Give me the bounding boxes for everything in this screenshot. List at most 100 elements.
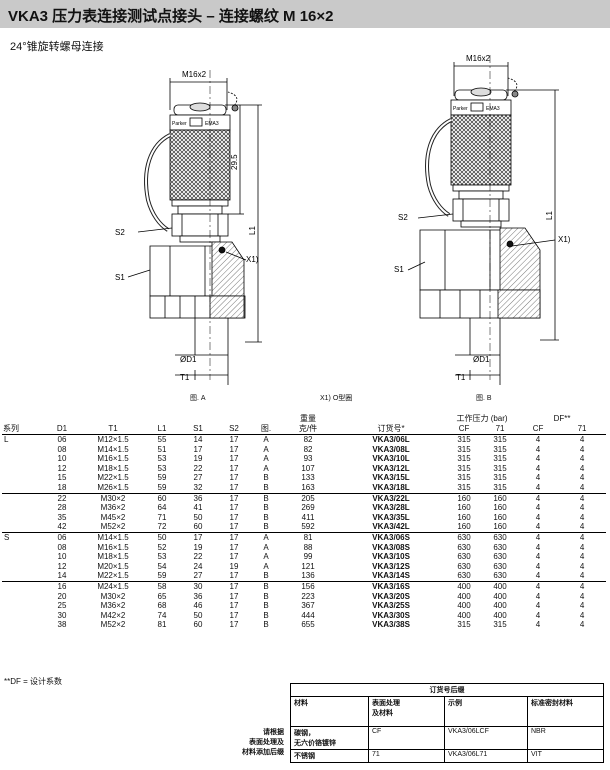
cell-s2: 17 — [229, 532, 239, 542]
cell-fig: B — [263, 620, 269, 630]
cell-df_cf: 4 — [518, 482, 559, 494]
cell-df_71: 4 — [579, 561, 585, 571]
cell-df_71: 4 — [579, 463, 585, 473]
suffix-column-header: 示例 — [444, 696, 528, 727]
label-model-a: EMA3 — [205, 121, 219, 127]
cell-l1: 53 — [157, 463, 167, 473]
technical-drawing: M16x2 Parker EMA3 29.5 L1 S2 S1 X1) ØD1 … — [115, 54, 571, 385]
cell-p_cf: 630 — [446, 571, 483, 582]
cell-d1: 28 — [57, 503, 67, 513]
cell-s1: 24 — [193, 561, 203, 571]
cell-d1: 25 — [57, 601, 67, 611]
cell-df_cf: 4 — [535, 552, 541, 562]
cell-df_cf: 4 — [535, 610, 541, 620]
cell-df_71: 4 — [579, 601, 585, 611]
cell-df_cf: 4 — [535, 473, 541, 483]
cell-d1: 10 — [57, 552, 67, 562]
cell-fig: B — [263, 601, 269, 611]
label-brand-a: Parker — [172, 121, 187, 127]
cell-series: S — [4, 532, 10, 542]
cell-order: VKA3/18L — [336, 482, 447, 494]
cell-order: VKA3/28L — [372, 503, 410, 513]
cell-p_71: 160 — [482, 522, 519, 533]
cell-fig: B — [263, 591, 269, 601]
cell-p_71: 630 — [493, 561, 507, 571]
column-header: S2 — [216, 424, 252, 435]
suffix-column-header: 材料 — [290, 696, 369, 727]
cell-df_71: 4 — [579, 620, 585, 630]
cell-fig: B — [263, 473, 269, 483]
cell-t1: M16×1.5 — [97, 542, 129, 552]
cell-l1: 74 — [157, 610, 167, 620]
cell-df_cf: 4 — [535, 601, 541, 611]
cell-weight: 163 — [280, 482, 337, 494]
cell-df_cf: 4 — [535, 512, 541, 522]
cell-d1: 06 — [57, 435, 67, 444]
cell-df_71: 4 — [579, 503, 585, 513]
cell-p_71: 400 — [493, 601, 507, 611]
cell-weight: 81 — [303, 532, 313, 542]
suffix-cell: CF — [368, 726, 445, 750]
label-model-b: EMA3 — [486, 106, 500, 112]
cell-p_cf: 160 — [457, 512, 471, 522]
cell-series — [2, 620, 42, 630]
cell-df_cf: 4 — [535, 620, 541, 630]
cell-t1: M45×2 — [100, 512, 126, 522]
cell-order: VKA3/06S — [372, 532, 410, 542]
cell-series — [2, 581, 42, 591]
suffix-instruction-line: 材料添加后缀 — [242, 749, 284, 756]
cell-order: VKA3/38S — [372, 620, 410, 630]
page-title: VKA3 压力表连接测试点接头 – 连接螺纹 M 16×2 — [8, 8, 334, 25]
cell-p_71: 400 — [493, 591, 507, 601]
cell-weight: 88 — [303, 542, 313, 552]
cell-series — [2, 611, 42, 621]
label-s1-a: S1 — [115, 273, 125, 282]
cell-series: L — [4, 435, 9, 444]
cell-d1: 18 — [42, 482, 82, 494]
cell-s2: 17 — [216, 571, 252, 582]
cell-s2: 17 — [229, 512, 239, 522]
cell-p_71: 315 — [493, 435, 507, 444]
label-dim-h: 29.5 — [230, 154, 239, 170]
cell-s2: 17 — [229, 435, 239, 444]
label-d1-b: ØD1 — [473, 355, 490, 364]
cell-d1: 38 — [57, 620, 67, 630]
cell-t1: M14×1.5 — [97, 532, 129, 542]
label-t1-a: T1 — [180, 373, 190, 382]
cell-l1: 60 — [157, 493, 167, 503]
suffix-cell: NBR — [527, 726, 604, 750]
label-thread-a: M16x2 — [182, 70, 207, 79]
cell-order: VKA3/15L — [372, 473, 410, 483]
cell-l1: 65 — [157, 591, 167, 601]
cell-s1: 19 — [193, 454, 203, 464]
suffix-cell: VKA3/06LCF — [444, 726, 528, 750]
cell-df_71: 4 — [579, 512, 585, 522]
cell-t1: M36×2 — [100, 601, 126, 611]
cell-t1: M36×2 — [100, 503, 126, 513]
cell-s1: 60 — [193, 620, 203, 630]
cell-series — [2, 454, 42, 464]
cell-l1: 59 — [144, 482, 180, 494]
cell-order: VKA3/06L — [372, 435, 410, 444]
cell-d1: 08 — [57, 542, 67, 552]
cell-p_cf: 315 — [457, 620, 471, 630]
cell-t1: M52×2 — [82, 522, 144, 533]
cell-s1: 22 — [193, 552, 203, 562]
cell-p_cf: 630 — [457, 552, 471, 562]
cell-s2: 17 — [229, 444, 239, 454]
cell-fig: A — [263, 561, 269, 571]
cell-df_71: 4 — [579, 581, 585, 591]
cell-p_71: 315 — [493, 463, 507, 473]
cell-p_71: 630 — [493, 542, 507, 552]
cell-t1: M16×1.5 — [97, 454, 129, 464]
cell-fig: B — [263, 503, 269, 513]
cell-p_cf: 400 — [457, 581, 471, 591]
